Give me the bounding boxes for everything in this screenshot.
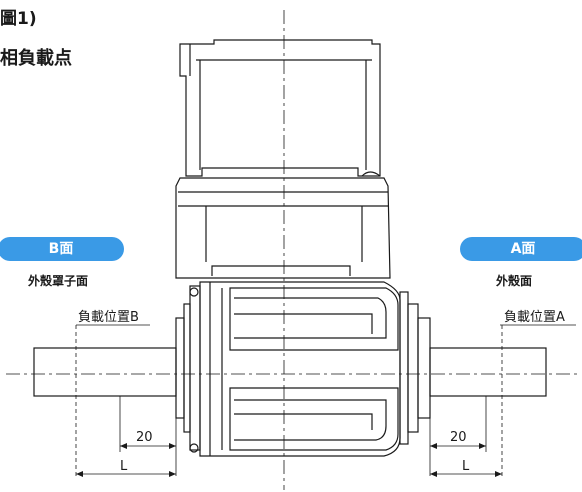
dimension-length-right: L bbox=[462, 459, 470, 474]
dimension-lines bbox=[76, 445, 502, 475]
load-position-a-leader bbox=[429, 324, 576, 476]
face-a-caption: 外殼面 bbox=[496, 274, 533, 288]
dimension-offset-right: 20 bbox=[450, 430, 467, 445]
dimension-arrowheads bbox=[76, 443, 502, 477]
face-b-badge: B面 bbox=[0, 237, 124, 261]
load-position-a-label: 負載位置A bbox=[504, 310, 565, 325]
gear-housing bbox=[175, 177, 391, 279]
load-position-b-label: 負載位置B bbox=[78, 310, 139, 325]
dimension-length-left: L bbox=[120, 459, 128, 474]
face-b-caption: 外殼罩子面 bbox=[28, 274, 89, 288]
figure-title-line1: 圖1) bbox=[0, 9, 37, 29]
gear-body bbox=[175, 281, 431, 457]
face-a-badge: A面 bbox=[460, 237, 582, 261]
figure-title-line2: 相負載点 bbox=[0, 48, 72, 69]
motor-housing bbox=[179, 39, 381, 177]
dimension-offset-left: 20 bbox=[136, 430, 153, 445]
shaft-left bbox=[33, 347, 177, 397]
shaft-right bbox=[429, 347, 547, 397]
load-position-b-leader bbox=[75, 324, 177, 476]
